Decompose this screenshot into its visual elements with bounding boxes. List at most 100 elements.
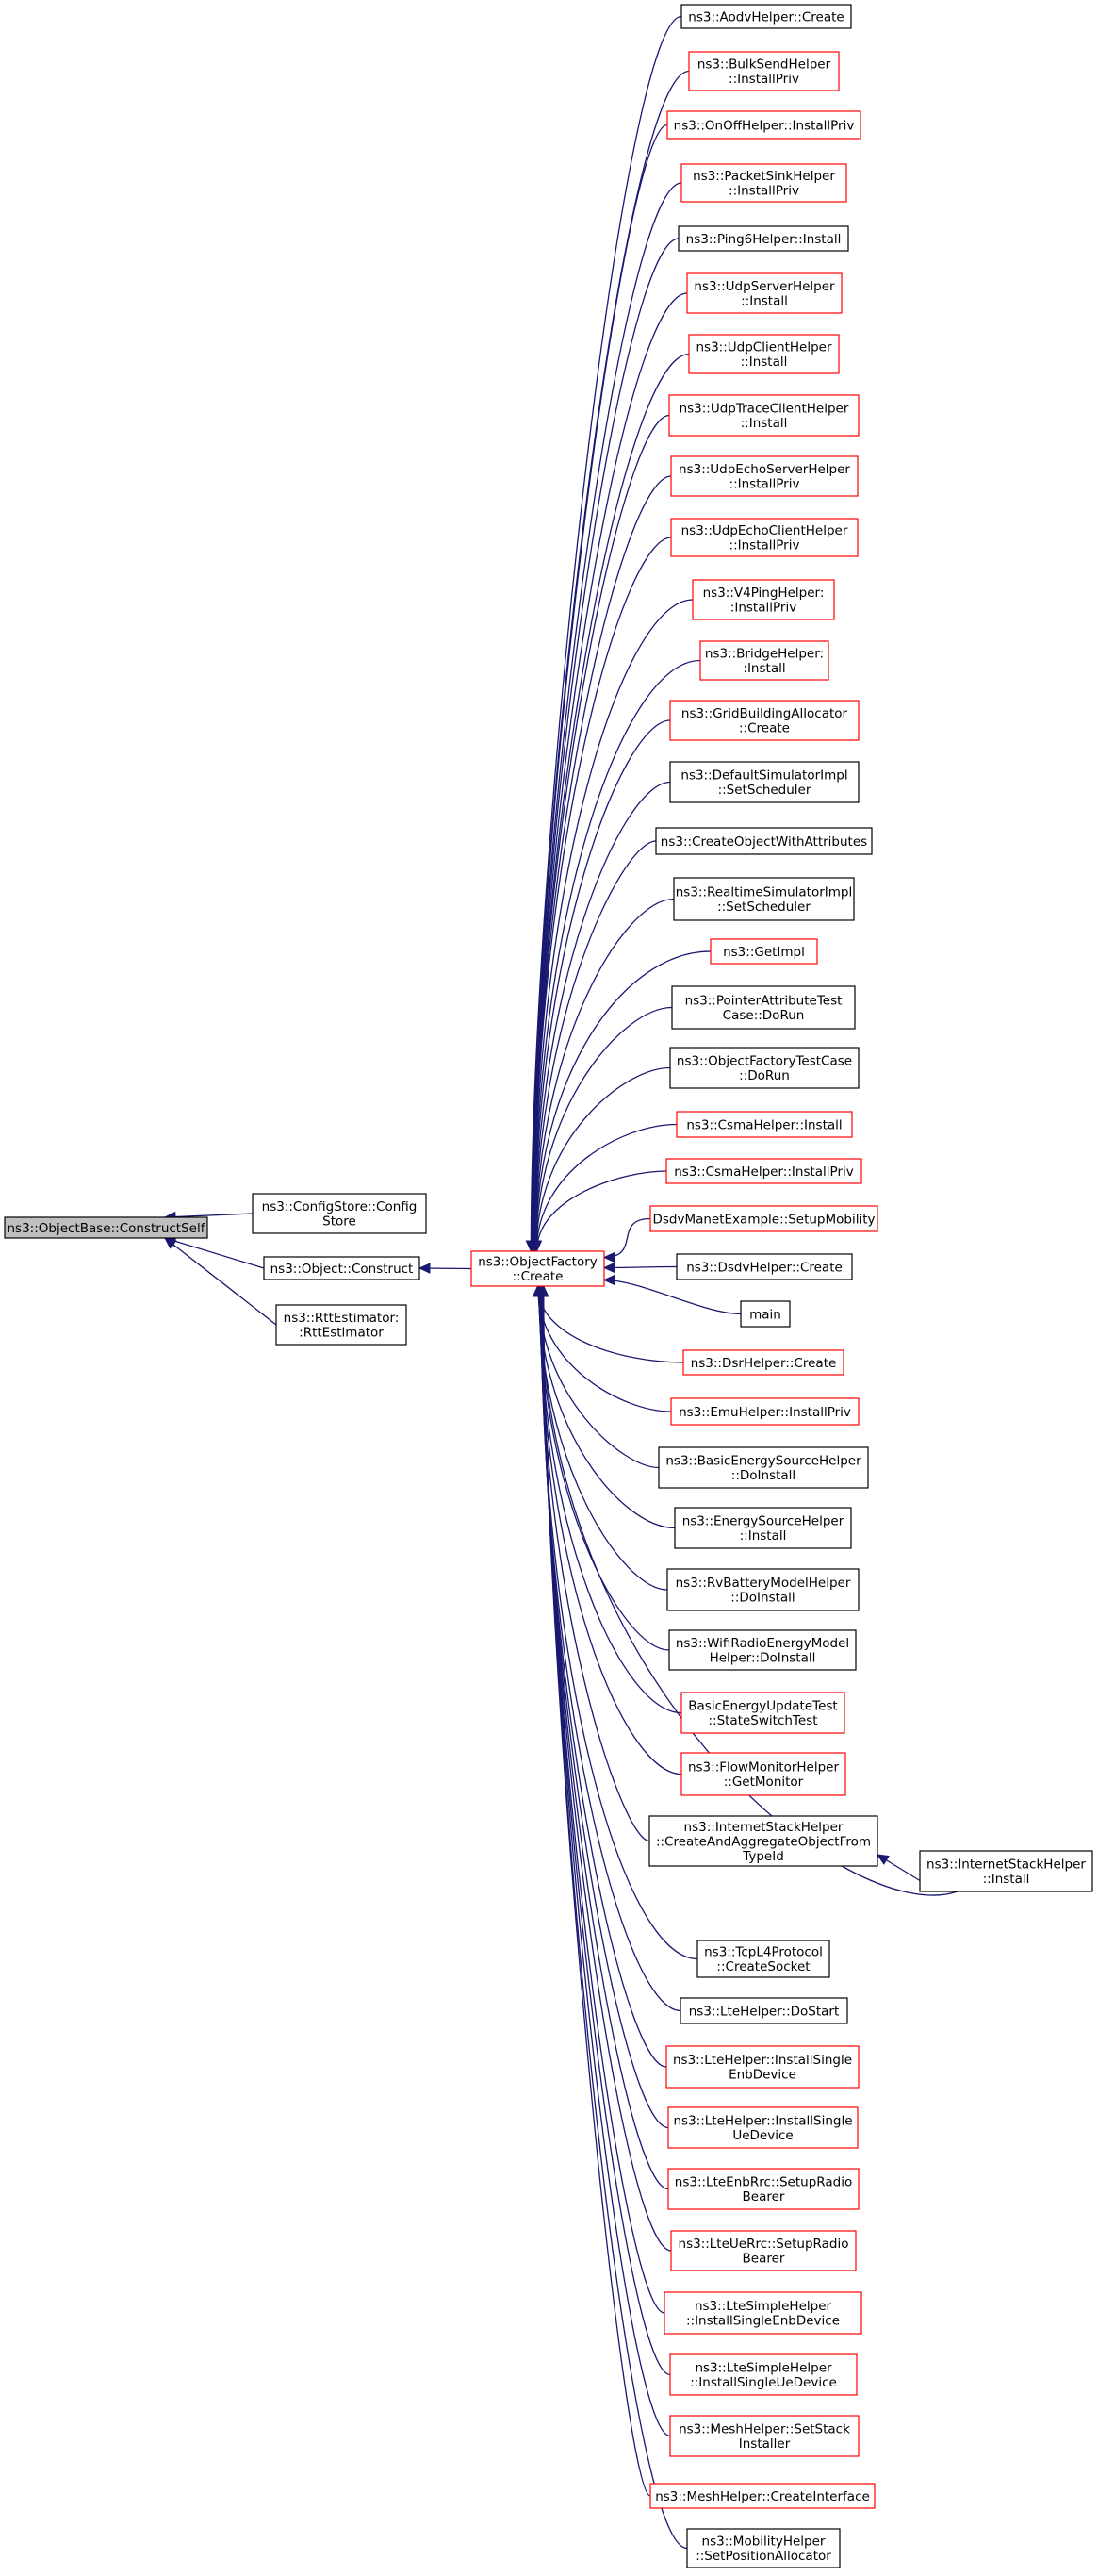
node-c15[interactable]: ns3::RealtimeSimulatorImpl::SetScheduler — [673, 877, 855, 921]
node-box[interactable] — [668, 1629, 857, 1671]
node-c21[interactable]: DsdvManetExample::SetupMobility — [649, 1205, 878, 1232]
node-c31[interactable]: ns3::FlowMonitorHelper::GetMonitor — [680, 1752, 846, 1796]
node-box[interactable] — [670, 518, 859, 557]
node-c40[interactable]: ns3::LteSimpleHelper::InstallSingleUeDev… — [669, 2353, 858, 2396]
node-c25[interactable]: ns3::EmuHelper::InstallPriv — [670, 1397, 860, 1426]
node-box[interactable] — [676, 1111, 853, 1138]
node-box[interactable] — [740, 1300, 791, 1328]
node-c0[interactable]: ns3::AodvHelper::Create — [680, 4, 852, 29]
node-box[interactable] — [664, 2291, 862, 2335]
node-box[interactable] — [699, 640, 829, 681]
node-box[interactable] — [919, 1850, 1093, 1892]
node-box[interactable] — [669, 1047, 860, 1089]
node-box[interactable] — [688, 51, 840, 91]
node-n4[interactable]: ns3::ObjectFactory::Create — [470, 1250, 605, 1287]
node-c13[interactable]: ns3::DefaultSimulatorImpl::SetScheduler — [669, 761, 860, 803]
node-c20[interactable]: ns3::CsmaHelper::InstallPriv — [665, 1158, 862, 1184]
node-c16[interactable]: ns3::GetImpl — [710, 938, 818, 965]
node-n2[interactable]: ns3::Object::Construct — [263, 1256, 420, 1280]
node-c7[interactable]: ns3::UdpTraceClientHelper::Install — [668, 394, 860, 437]
node-c14[interactable]: ns3::CreateObjectWithAttributes — [655, 827, 873, 855]
node-box[interactable] — [252, 1193, 427, 1234]
node-box[interactable] — [658, 1446, 869, 1489]
node-n0[interactable]: ns3::ObjectBase::ConstructSelf — [4, 1216, 208, 1239]
node-box[interactable] — [674, 1507, 852, 1549]
node-box[interactable] — [696, 1940, 830, 1978]
node-box[interactable] — [670, 455, 859, 497]
node-c18[interactable]: ns3::ObjectFactoryTestCase::DoRun — [669, 1047, 860, 1089]
node-c28[interactable]: ns3::RvBatteryModelHelper::DoInstall — [666, 1568, 860, 1611]
node-box[interactable] — [665, 2045, 860, 2089]
node-box[interactable] — [665, 1158, 862, 1184]
node-c34[interactable]: ns3::LteHelper::DoStart — [680, 1997, 848, 2024]
node-box[interactable] — [669, 761, 860, 803]
node-c32[interactable]: ns3::InternetStackHelper::CreateAndAggre… — [648, 1815, 878, 1867]
node-c3[interactable]: ns3::PacketSinkHelper::InstallPriv — [680, 163, 847, 203]
node-c12[interactable]: ns3::GridBuildingAllocator::Create — [669, 700, 860, 741]
node-c10[interactable]: ns3::V4PingHelper::InstallPriv — [692, 579, 835, 620]
node-c42[interactable]: ns3::MeshHelper::CreateInterface — [649, 2483, 876, 2509]
node-c33[interactable]: ns3::TcpL4Protocol::CreateSocket — [696, 1940, 830, 1978]
node-box[interactable] — [470, 1250, 605, 1287]
node-box[interactable] — [263, 1256, 420, 1280]
node-c1[interactable]: ns3::BulkSendHelper::InstallPriv — [688, 51, 840, 91]
node-c36[interactable]: ns3::LteHelper::InstallSingleUeDevice — [667, 2106, 859, 2149]
node-c23[interactable]: main — [740, 1300, 791, 1328]
node-box[interactable] — [680, 4, 852, 29]
node-box[interactable] — [680, 163, 847, 203]
node-box[interactable] — [673, 877, 855, 921]
node-c26[interactable]: ns3::BasicEnergySourceHelper::DoInstall — [658, 1446, 869, 1489]
node-box[interactable] — [682, 1349, 844, 1376]
node-box[interactable] — [686, 2528, 841, 2568]
node-c39[interactable]: ns3::LteSimpleHelper::InstallSingleEnbDe… — [664, 2291, 862, 2335]
node-box[interactable] — [669, 2353, 858, 2396]
node-box[interactable] — [666, 110, 861, 140]
node-c19[interactable]: ns3::CsmaHelper::Install — [676, 1111, 853, 1138]
node-box[interactable] — [649, 2483, 876, 2509]
node-c2[interactable]: ns3::OnOffHelper::InstallPriv — [666, 110, 861, 140]
node-box[interactable] — [275, 1304, 407, 1346]
node-box[interactable] — [667, 2168, 860, 2210]
node-box[interactable] — [666, 1568, 860, 1611]
node-box[interactable] — [670, 1397, 860, 1426]
node-box[interactable] — [667, 2106, 859, 2149]
node-box[interactable] — [655, 827, 873, 855]
node-c29[interactable]: ns3::WifiRadioEnergyModelHelper::DoInsta… — [668, 1629, 857, 1671]
node-box[interactable] — [676, 1253, 853, 1280]
node-c43[interactable]: ns3::MobilityHelper::SetPositionAllocato… — [686, 2528, 841, 2568]
node-c9[interactable]: ns3::UdpEchoClientHelper::InstallPriv — [670, 518, 859, 557]
node-box[interactable] — [680, 1752, 846, 1796]
node-box[interactable] — [648, 1815, 878, 1867]
node-box[interactable] — [670, 2230, 857, 2271]
node-box[interactable] — [668, 394, 860, 437]
node-c22[interactable]: ns3::DsdvHelper::Create — [676, 1253, 853, 1280]
node-c35[interactable]: ns3::LteHelper::InstallSingleEnbDevice — [665, 2045, 860, 2089]
node-box[interactable] — [669, 700, 860, 741]
node-c4[interactable]: ns3::Ping6Helper::Install — [678, 225, 849, 252]
node-c11[interactable]: ns3::BridgeHelper::Install — [699, 640, 829, 681]
node-c8[interactable]: ns3::UdpEchoServerHelper::InstallPriv — [670, 455, 859, 497]
node-box[interactable] — [678, 225, 849, 252]
node-box[interactable] — [671, 985, 856, 1030]
node-c27[interactable]: ns3::EnergySourceHelper::Install — [674, 1507, 852, 1549]
node-c30[interactable]: BasicEnergyUpdateTest::StateSwitchTest — [680, 1692, 845, 1734]
node-box[interactable] — [649, 1205, 878, 1232]
node-box[interactable] — [669, 2415, 860, 2457]
node-c5[interactable]: ns3::UdpServerHelper::Install — [686, 272, 843, 314]
node-n1[interactable]: ns3::ConfigStore::ConfigStore — [252, 1193, 427, 1234]
node-n3[interactable]: ns3::RttEstimator::RttEstimator — [275, 1304, 407, 1346]
node-box[interactable] — [680, 1997, 848, 2024]
node-box[interactable] — [686, 272, 843, 314]
node-c44[interactable]: ns3::InternetStackHelper::Install — [919, 1850, 1093, 1892]
node-box[interactable] — [4, 1216, 208, 1239]
node-box[interactable] — [688, 334, 840, 374]
node-c24[interactable]: ns3::DsrHelper::Create — [682, 1349, 844, 1376]
node-box[interactable] — [680, 1692, 845, 1734]
node-box[interactable] — [692, 579, 835, 620]
node-c6[interactable]: ns3::UdpClientHelper::Install — [688, 334, 840, 374]
node-box[interactable] — [710, 938, 818, 965]
